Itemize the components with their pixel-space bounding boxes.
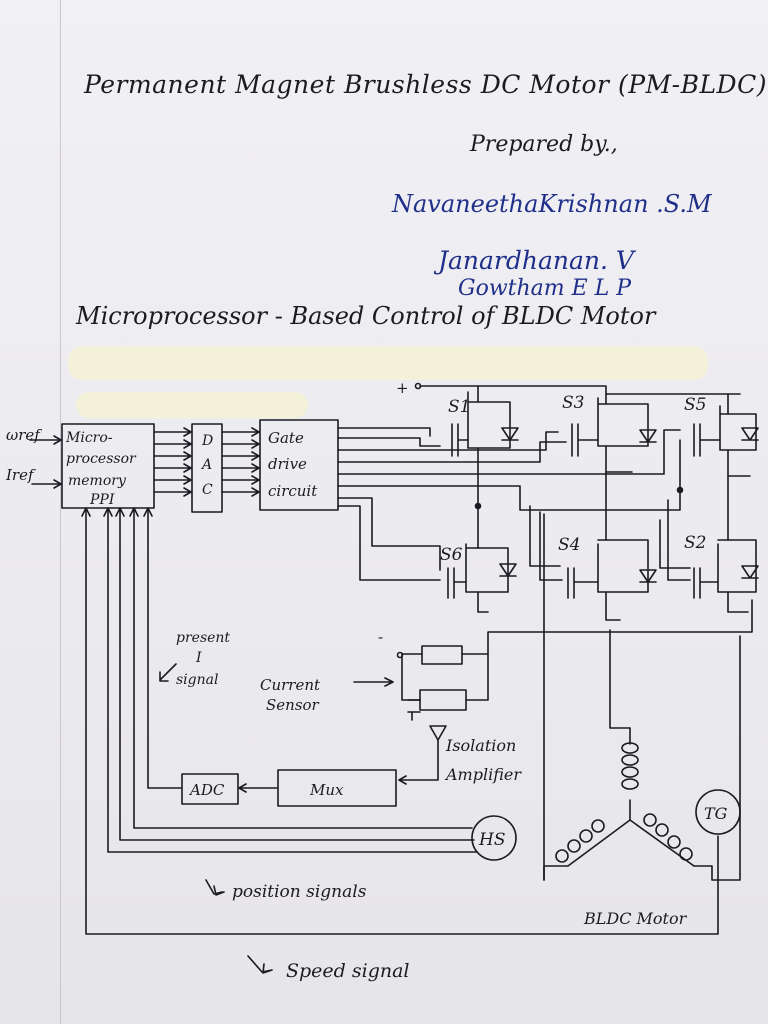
author-name: NavaneethaKrishnan .S.M (392, 190, 712, 218)
micro-to-dac-arrows (153, 427, 192, 497)
positive-dc-bus (419, 385, 741, 395)
prepared-by-label: Prepared by., (470, 132, 618, 157)
microprocessor-label: processor (66, 451, 137, 467)
current-sensor-label: Current (260, 676, 321, 694)
isolation-amplifier-label: Amplifier (444, 765, 522, 784)
dac-to-gate-drive-arrows (221, 427, 260, 497)
mux-label: Mux (309, 781, 344, 799)
speed-feedback-wire (81, 507, 719, 935)
motor-label: BLDC Motor (583, 909, 688, 928)
dac-label: C (202, 482, 213, 498)
microprocessor-label: PPI (89, 492, 115, 508)
dc-minus-sign: - (378, 628, 383, 646)
author-name: Janardhanan. V (438, 246, 634, 275)
current-sensor (353, 645, 489, 721)
dc-plus-sign: + (396, 379, 409, 397)
phase-c-node (676, 486, 684, 494)
microprocessor-label: Micro- (65, 430, 113, 446)
speed-signal-label: Speed signal (286, 960, 410, 982)
page-title: Permanent Magnet Brushless DC Motor (PM-… (84, 70, 767, 99)
whiteout-correction (76, 392, 308, 418)
hall-sensor-label: HS (478, 830, 505, 850)
switch-s2 (693, 539, 759, 613)
switch-label: S6 (440, 545, 463, 565)
gate-drive-label: circuit (268, 482, 318, 500)
gate-signal-wires (337, 427, 691, 581)
current-sensor-label: Sensor (266, 696, 320, 714)
adc-label: ADC (188, 781, 225, 799)
present-signal-label: I (195, 650, 202, 666)
iref-arrowhead (53, 479, 62, 489)
tachogenerator-label: TG (704, 804, 728, 823)
gate-drive-label: Gate (268, 429, 304, 447)
whiteout-correction (68, 346, 708, 380)
dc-plus-terminal (414, 382, 422, 390)
negative-dc-bus (401, 599, 753, 655)
position-signals-label: position signals (232, 882, 367, 902)
microprocessor-label: memory (68, 473, 127, 489)
switch-s3 (571, 393, 657, 473)
present-signal-label: present (176, 630, 230, 646)
hall-sensor (471, 815, 517, 861)
isolation-to-mux-arrow (398, 739, 439, 785)
speed-reference-label: ωref (6, 426, 42, 444)
isolation-amplifier-symbol (429, 725, 447, 741)
switch-label: S2 (684, 533, 706, 553)
switch-label: S5 (684, 395, 706, 415)
speed-signal-arrow (247, 955, 273, 974)
position-feedback-wires (103, 507, 477, 853)
switch-s5 (693, 393, 759, 477)
author-name: Gowtham E L P (458, 276, 632, 301)
switch-s4 (567, 539, 657, 621)
switch-label: S3 (562, 393, 584, 413)
switch-label: S1 (448, 397, 470, 417)
position-signals-arrow (205, 879, 225, 896)
present-signal-arrow (159, 663, 177, 682)
section-title: Microprocessor - Based Control of BLDC M… (76, 302, 656, 330)
switch-s6 (447, 543, 517, 613)
wref-arrowhead (53, 435, 62, 445)
switch-s1 (451, 385, 519, 471)
tachogenerator (695, 789, 741, 835)
adc-feedback-wire (147, 509, 183, 789)
page-margin-line (60, 0, 61, 1024)
gate-drive-block (259, 419, 339, 511)
bldc-motor-windings (543, 513, 741, 881)
adc-feedback-arrowhead (143, 507, 153, 517)
dac-label: A (200, 457, 212, 473)
switch-label: S4 (558, 535, 580, 555)
current-reference-label: Iref (5, 466, 36, 484)
gate-drive-label: drive (268, 455, 307, 473)
isolation-amplifier-label: Isolation (445, 736, 516, 755)
present-signal-label: signal (176, 672, 218, 688)
mux-to-adc-arrow (238, 783, 279, 793)
adc-block (181, 773, 239, 805)
dac-label: D (201, 433, 213, 449)
